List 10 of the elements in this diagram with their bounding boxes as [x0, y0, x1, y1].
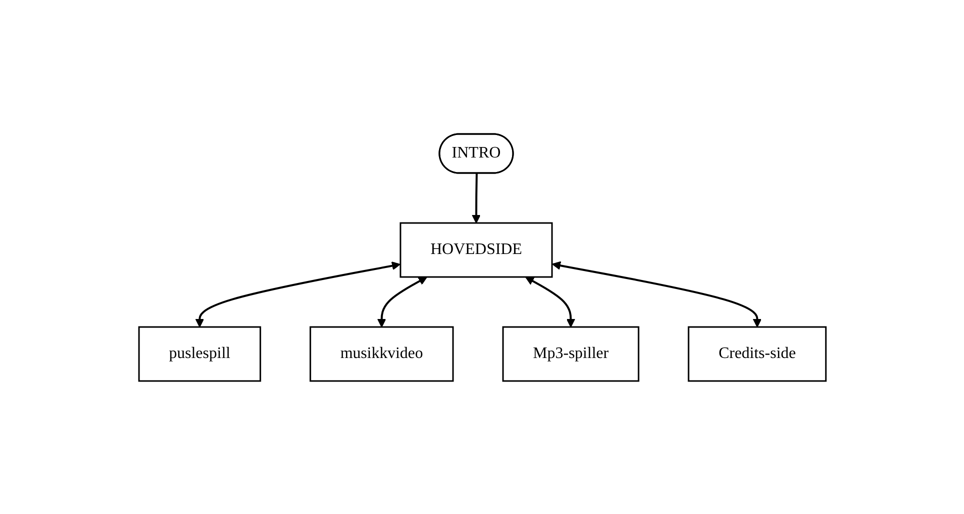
arrow: [376, 276, 427, 327]
arrow: [524, 276, 575, 327]
node-box: [687, 326, 826, 382]
node-box: [309, 326, 454, 382]
arrow: [552, 260, 762, 327]
arrow: [194, 260, 400, 327]
node-box: [399, 222, 552, 278]
arrow: [471, 172, 480, 223]
node-box: [502, 326, 639, 382]
node-box: [138, 326, 261, 382]
